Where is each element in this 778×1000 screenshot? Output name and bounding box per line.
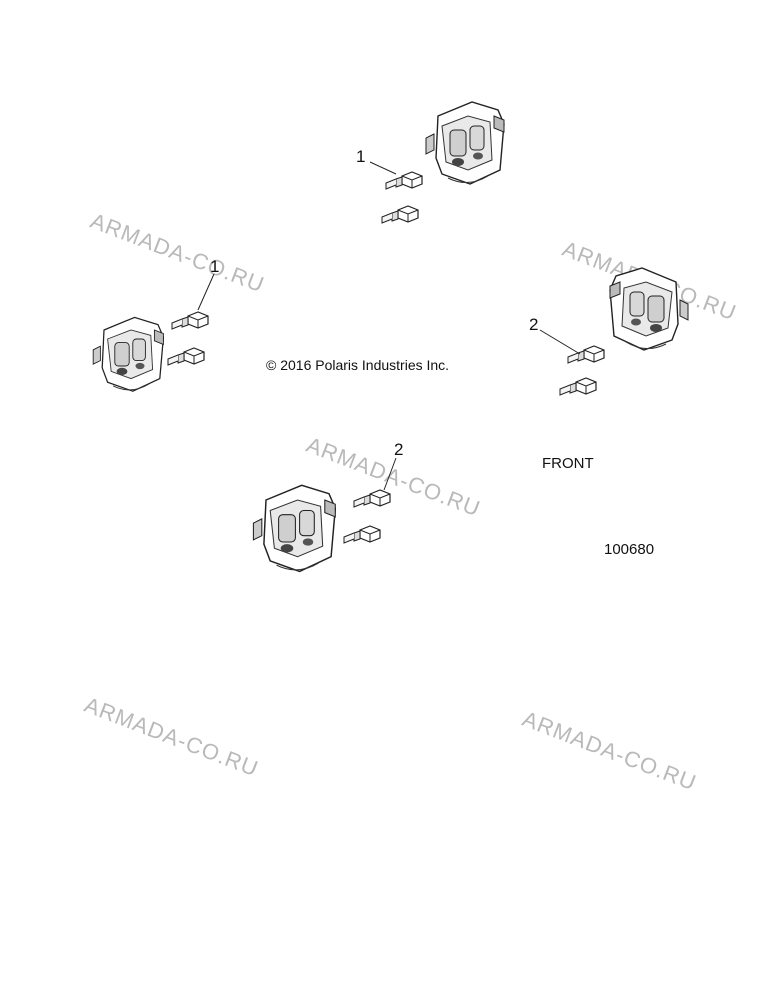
leader-line-2-right bbox=[539, 329, 581, 355]
leader-line-1-left bbox=[197, 273, 215, 311]
figure-number: 100680 bbox=[604, 541, 655, 558]
brake-caliper-icon-bottom bbox=[252, 484, 337, 573]
copyright-text: © 2016 Polaris Industries Inc. bbox=[266, 357, 450, 373]
bolt-icon-right-2 bbox=[559, 377, 597, 396]
brake-caliper-icon-left bbox=[92, 316, 165, 392]
bolt-icon-top-2 bbox=[381, 205, 419, 224]
bolt-icon-bottom-1 bbox=[353, 489, 391, 508]
bolt-icon-bottom-2 bbox=[343, 525, 381, 544]
front-label: FRONT bbox=[542, 455, 594, 472]
leader-line-2-bottom bbox=[383, 457, 397, 491]
leader-line-1-top bbox=[369, 161, 397, 175]
callout-1-top: 1 bbox=[356, 147, 366, 166]
callout-2-right: 2 bbox=[529, 315, 539, 334]
callout-1-left: 1 bbox=[210, 257, 220, 276]
bolt-icon-left-2 bbox=[167, 347, 205, 366]
brake-caliper-icon-top bbox=[425, 101, 505, 185]
bolt-icon-right-1 bbox=[567, 345, 605, 364]
bolt-icon-top-1 bbox=[385, 171, 423, 190]
brake-caliper-icon-right bbox=[609, 267, 689, 351]
bolt-icon-left-1 bbox=[171, 311, 209, 330]
callout-2-bottom: 2 bbox=[394, 440, 404, 459]
